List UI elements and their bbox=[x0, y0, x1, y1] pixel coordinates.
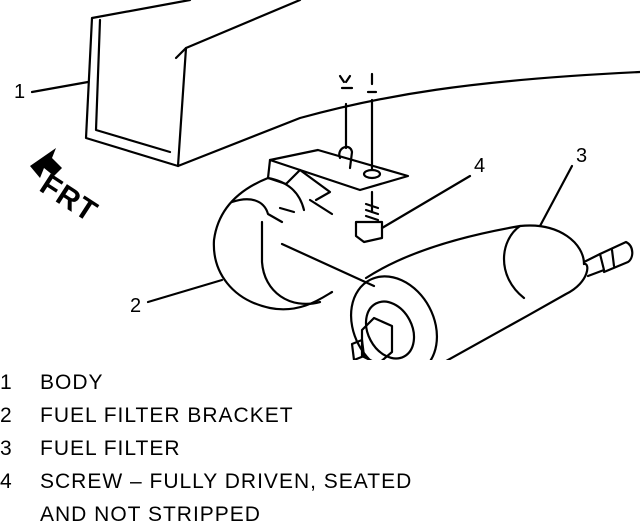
callout-4: 4 bbox=[474, 155, 486, 177]
fuel-filter bbox=[349, 224, 634, 360]
body-frame-rail bbox=[84, 0, 640, 168]
mount-hardware bbox=[338, 72, 378, 172]
legend-number: 4 bbox=[0, 470, 13, 493]
leader-lines bbox=[30, 80, 574, 304]
bracket-plate bbox=[266, 145, 410, 202]
legend-item: 2 FUEL FILTER BRACKET bbox=[0, 399, 640, 432]
legend-item: 3 FUEL FILTER bbox=[0, 432, 640, 465]
fuel-filter-bracket bbox=[212, 176, 376, 311]
screw bbox=[354, 190, 384, 244]
legend-number: 1 bbox=[0, 371, 13, 394]
legend-item: 1 BODY bbox=[0, 366, 640, 399]
front-arrow-icon bbox=[30, 148, 62, 178]
legend-text: AND NOT STRIPPED bbox=[40, 503, 261, 526]
legend-text: FUEL FILTER bbox=[40, 437, 181, 460]
legend-item: 4 SCREW – FULLY DRIVEN, SEATED bbox=[0, 465, 640, 498]
legend-number: 2 bbox=[0, 404, 13, 427]
callout-3: 3 bbox=[576, 145, 588, 167]
legend-text: BODY bbox=[40, 371, 104, 394]
callout-2: 2 bbox=[130, 295, 142, 317]
legend-text: SCREW – FULLY DRIVEN, SEATED bbox=[40, 470, 413, 493]
legend-item: AND NOT STRIPPED bbox=[0, 498, 640, 531]
callout-1: 1 bbox=[14, 81, 26, 103]
legend-text: FUEL FILTER BRACKET bbox=[40, 404, 294, 427]
legend: 1 BODY 2 FUEL FILTER BRACKET 3 FUEL FILT… bbox=[0, 366, 640, 531]
legend-number: 3 bbox=[0, 437, 13, 460]
fuel-filter-diagram bbox=[30, 0, 640, 360]
